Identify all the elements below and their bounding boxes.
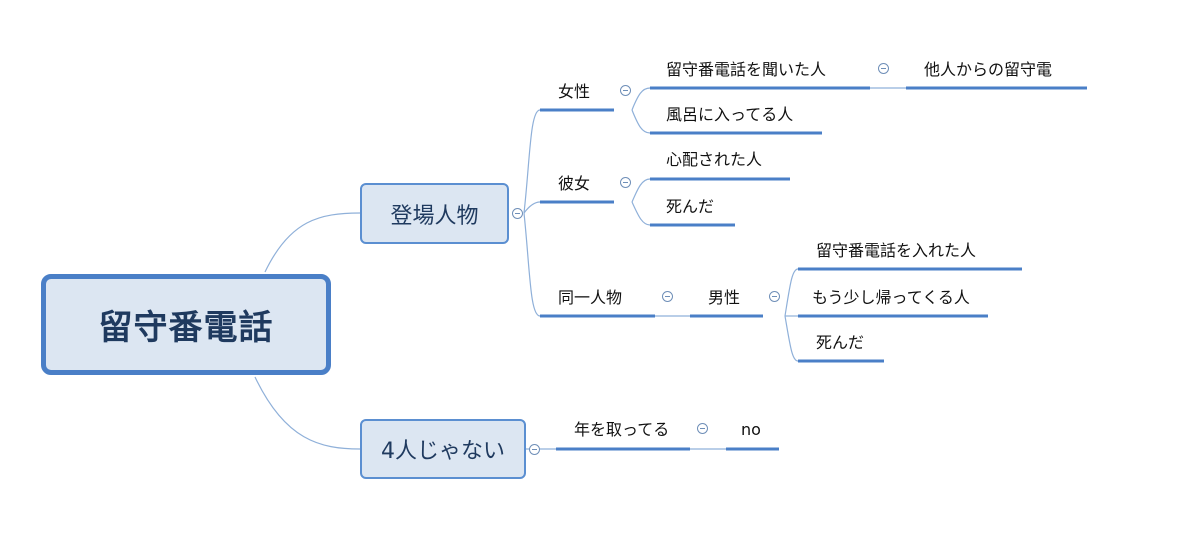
connector-characters-female <box>523 109 541 214</box>
connector-female-bath <box>631 109 651 134</box>
connector-root-characters <box>264 212 361 273</box>
connector-girlfriend-died <box>631 201 651 226</box>
topic-female[interactable]: 女性 <box>558 82 591 101</box>
collapse-icon-old[interactable] <box>697 423 708 434</box>
topic-male-died[interactable]: 死んだ <box>816 333 865 352</box>
connector-girlfriend-worried <box>631 178 651 203</box>
collapse-icon-male[interactable] <box>769 291 780 302</box>
root-node[interactable]: 留守番電話 <box>41 274 331 375</box>
topic-same-person[interactable]: 同一人物 <box>558 288 623 307</box>
collapse-icon-girlfriend[interactable] <box>620 177 631 188</box>
connector-female-heard <box>631 87 651 111</box>
topic-bath[interactable]: 風呂に入ってる人 <box>666 105 794 124</box>
collapse-icon-characters[interactable] <box>512 208 523 219</box>
node-characters-label: 登場人物 <box>390 203 479 229</box>
collapse-icon-same-person[interactable] <box>662 291 673 302</box>
topic-coming-home[interactable]: もう少し帰ってくる人 <box>812 288 970 307</box>
topic-other-message[interactable]: 他人からの留守電 <box>924 60 1053 79</box>
collapse-icon-heard[interactable] <box>878 63 889 74</box>
node-not-four-label: 4人じゃない <box>381 439 505 464</box>
topic-male[interactable]: 男性 <box>708 288 741 307</box>
node-not-four[interactable]: 4人じゃない <box>360 419 526 479</box>
topic-no[interactable]: no <box>741 420 761 439</box>
topic-heard[interactable]: 留守番電話を聞いた人 <box>666 60 827 79</box>
connector-characters-girlfriend <box>523 201 541 214</box>
collapse-icon-female[interactable] <box>620 85 631 96</box>
topic-gf-died[interactable]: 死んだ <box>666 197 715 216</box>
topic-girlfriend[interactable]: 彼女 <box>558 174 591 193</box>
connector-male-died <box>784 315 799 362</box>
topic-old[interactable]: 年を取ってる <box>574 420 670 439</box>
node-characters[interactable]: 登場人物 <box>360 183 509 244</box>
root-label: 留守番電話 <box>98 308 274 348</box>
connector-root-not-four <box>254 376 361 450</box>
topic-worried[interactable]: 心配された人 <box>666 150 763 169</box>
connector-characters-same <box>523 212 541 317</box>
collapse-icon-not-four[interactable] <box>529 444 540 455</box>
topic-left-message[interactable]: 留守番電話を入れた人 <box>816 241 977 260</box>
connector-male-leftmsg <box>784 268 799 317</box>
